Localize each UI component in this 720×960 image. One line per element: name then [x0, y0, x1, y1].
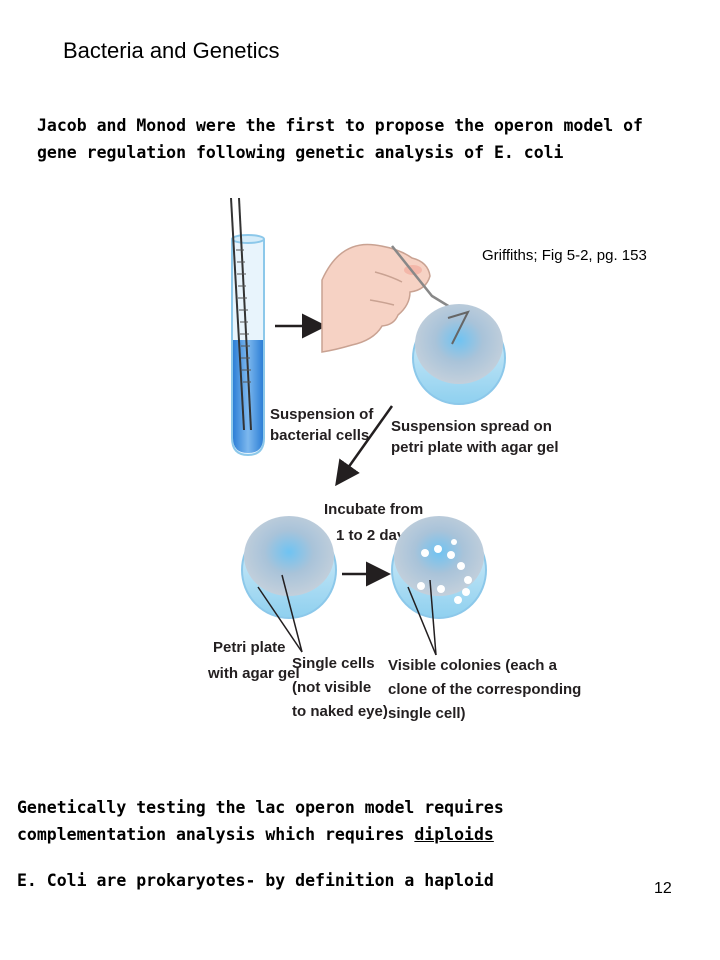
figure-credit: Griffiths; Fig 5-2, pg. 153: [482, 247, 647, 264]
bottom-line-2-prefix: complementation analysis which requires: [17, 825, 415, 844]
arrow-down-left-icon: [335, 405, 394, 487]
bottom-line-3: E. Coli are prokaryotes- by definition a…: [17, 871, 494, 890]
label-single-3: to naked eye): [292, 703, 388, 720]
label-single-2: (not visible: [292, 679, 371, 696]
test-tube-icon: [230, 197, 265, 457]
hand-icon: [321, 243, 431, 353]
petri-dish-colonies-icon: [391, 516, 487, 619]
label-colonies-1: Visible colonies (each a: [388, 657, 558, 674]
label-spread-1: Suspension spread on: [391, 418, 552, 435]
label-incubate-1: Incubate from: [324, 501, 423, 518]
label-petri-2: with agar gel: [207, 665, 300, 682]
label-suspension-2: bacterial cells: [270, 427, 369, 444]
bottom-line-2: complementation analysis which requires …: [17, 821, 504, 848]
label-incubate-2: 1 to 2 days: [336, 527, 414, 544]
petri-dish-icon: [412, 304, 506, 405]
bottom-line-1: Genetically testing the lac operon model…: [17, 798, 504, 817]
label-single-1: Single cells: [292, 655, 375, 672]
label-petri-1: Petri plate: [213, 639, 286, 656]
label-colonies-3: single cell): [388, 705, 466, 722]
label-colonies-2: clone of the corresponding: [388, 681, 581, 698]
label-suspension-1: Suspension of: [270, 406, 374, 423]
underlined-diploids: diploids: [414, 825, 494, 844]
slide-title: Bacteria and Genetics: [63, 38, 280, 63]
bottom-text: Genetically testing the lac operon model…: [17, 794, 504, 848]
intro-text: Jacob and Monod were the first to propos…: [37, 116, 643, 162]
petri-dish-icon: [241, 516, 337, 619]
label-spread-2: petri plate with agar gel: [391, 439, 559, 456]
page-number: 12: [654, 880, 672, 897]
